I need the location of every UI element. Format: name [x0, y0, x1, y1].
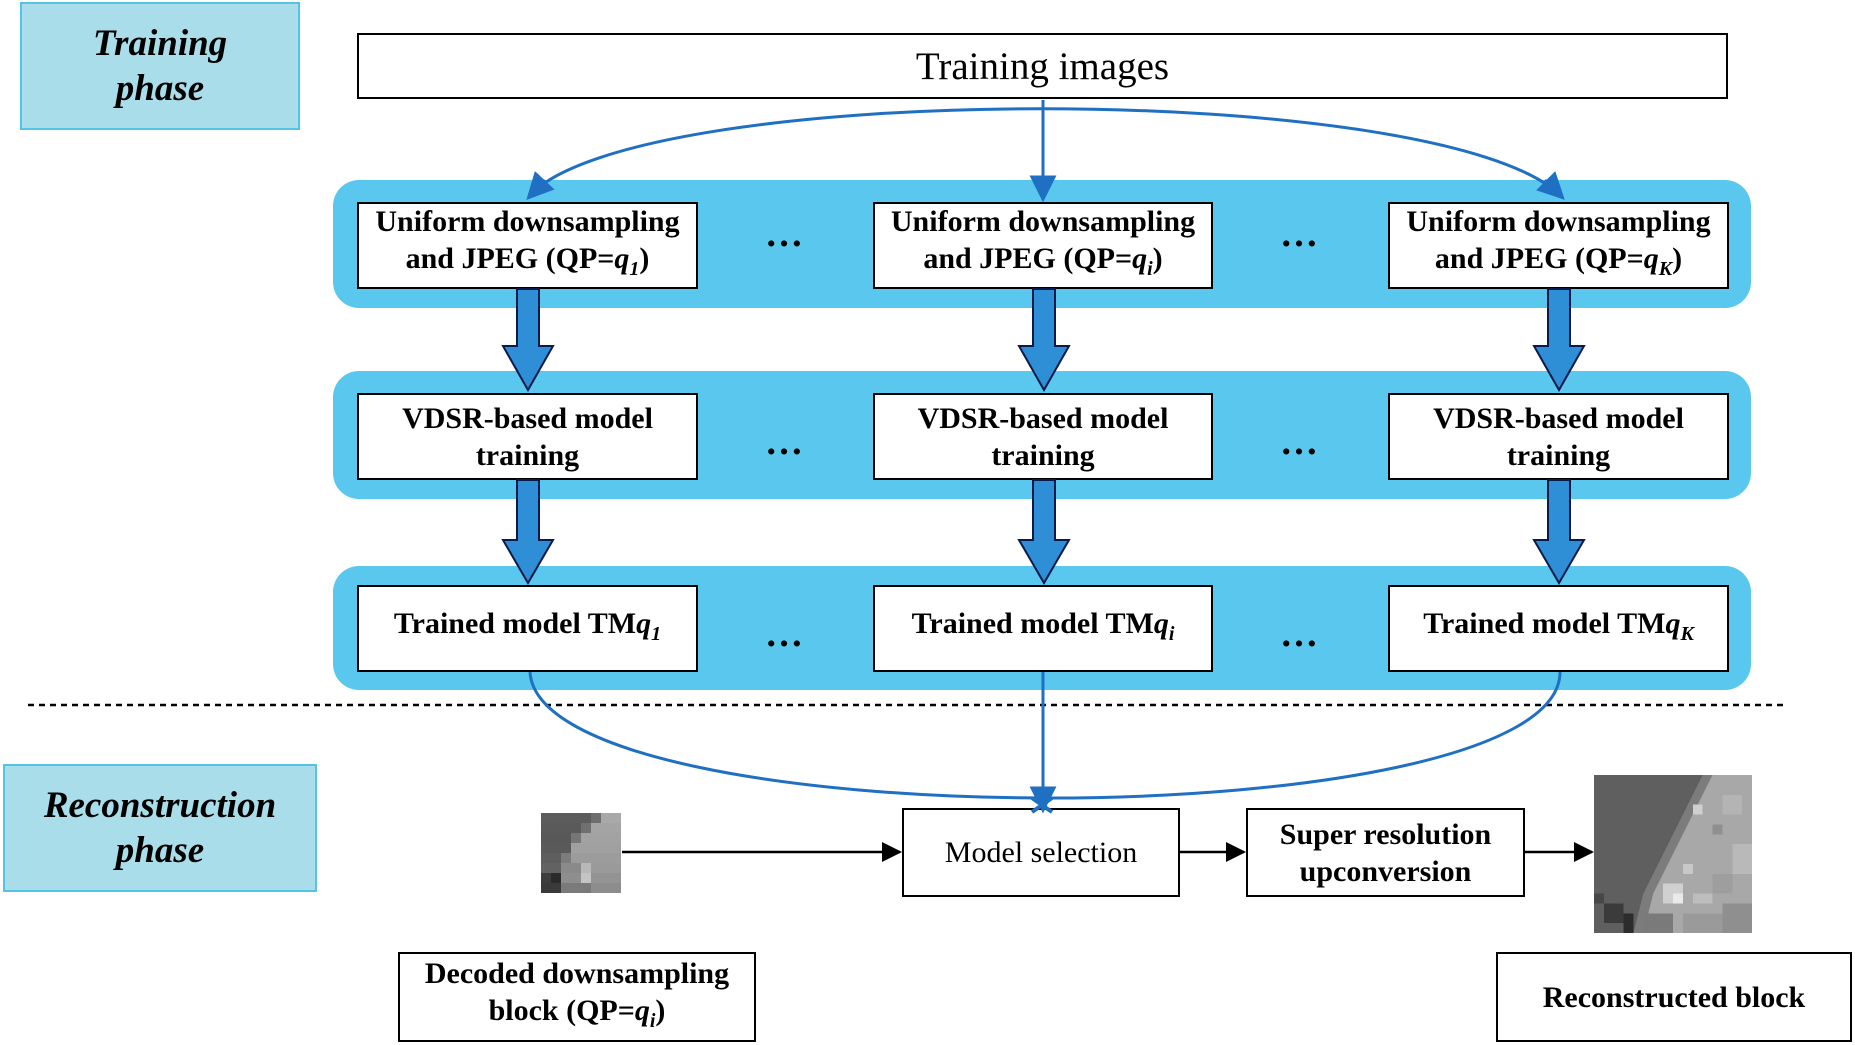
- reconstruction-phase-label: Reconstruction phase: [3, 764, 317, 892]
- super-resolution-line1: Super resolution: [1279, 817, 1492, 851]
- ellipsis-row3-right: …: [1280, 613, 1320, 655]
- ellipsis-row3-left: …: [765, 613, 805, 655]
- vdsr-qi-line2: training: [991, 438, 1095, 472]
- block-arrow-q1-bottom: [501, 479, 555, 585]
- distribution-curve: [528, 107, 1562, 197]
- vdsr-box-q1: VDSR-based model training: [357, 393, 698, 480]
- block-arrow-q1-top: [501, 288, 555, 393]
- model-selection-box: Model selection: [902, 808, 1180, 897]
- training-phase-label: Training phase: [20, 2, 300, 130]
- downsampling-qi-line1: Uniform downsampling: [890, 205, 1196, 238]
- trained-model-box-qi: Trained model TMqi: [873, 585, 1213, 672]
- block-arrow-qi-top: [1017, 288, 1071, 393]
- training-images-label: Training images: [915, 44, 1170, 88]
- training-phase-line1: Training: [92, 23, 228, 64]
- downsampling-qk-line2: and JPEG (QP=qK): [1434, 242, 1683, 280]
- vdsr-box-qk: VDSR-based model training: [1388, 393, 1729, 480]
- block-arrow-qk-bottom: [1532, 479, 1586, 585]
- downsampling-q1-line1: Uniform downsampling: [375, 205, 680, 238]
- trained-model-q1-label: Trained model TMq1: [393, 606, 662, 645]
- ellipsis-row1-right: …: [1280, 213, 1320, 255]
- downsampling-qk-line1: Uniform downsampling: [1406, 205, 1711, 238]
- selection-cross-mark: [1030, 796, 1054, 814]
- trained-model-box-qk: Trained model TMqK: [1388, 585, 1729, 672]
- ellipsis-row2-left: …: [765, 421, 805, 463]
- super-resolution-box: Super resolution upconversion: [1246, 808, 1525, 897]
- downsampling-q1-line2: and JPEG (QP=q1): [405, 242, 650, 280]
- ellipsis-row2-right: …: [1280, 421, 1320, 463]
- decoded-block-box: Decoded downsampling block (QP=qi): [398, 952, 756, 1042]
- selection-curve: [528, 671, 1562, 800]
- model-selection-label: Model selection: [944, 836, 1138, 869]
- reconstructed-block-box: Reconstructed block: [1496, 952, 1852, 1042]
- decoded-block-line2: block (QP=qi): [488, 993, 666, 1032]
- trained-model-qk-label: Trained model TMqK: [1423, 606, 1694, 645]
- vdsr-q1-line1: VDSR-based model: [402, 401, 653, 435]
- block-arrow-qk-top: [1532, 288, 1586, 393]
- vdsr-box-qi: VDSR-based model training: [873, 393, 1213, 480]
- vdsr-q1-line2: training: [475, 438, 580, 472]
- training-images-box: Training images: [357, 33, 1728, 99]
- vdsr-qk-line1: VDSR-based model: [1433, 401, 1684, 435]
- distribution-arrow-right: [1536, 171, 1565, 200]
- downsampling-qi-line2: and JPEG (QP=qi): [923, 242, 1163, 280]
- vdsr-qi-line1: VDSR-based model: [917, 401, 1169, 435]
- vdsr-qk-line2: training: [1506, 438, 1611, 472]
- super-resolution-line2: upconversion: [1299, 854, 1472, 888]
- ellipsis-row1-left: …: [765, 213, 805, 255]
- reconstructed-block-label: Reconstructed block: [1542, 980, 1806, 1014]
- trained-model-qi-label: Trained model TMqi: [911, 606, 1175, 645]
- reconstruction-phase-line2: phase: [115, 830, 205, 871]
- downsampling-box-qk: Uniform downsampling and JPEG (QP=qK): [1388, 202, 1729, 289]
- downsampling-box-qi: Uniform downsampling and JPEG (QP=qi): [873, 202, 1213, 289]
- decoded-block-line1: Decoded downsampling: [424, 956, 730, 990]
- distribution-arrow-left: [526, 171, 555, 200]
- reconstruction-phase-line1: Reconstruction: [43, 785, 277, 826]
- block-arrow-qi-bottom: [1017, 479, 1071, 585]
- training-phase-line2: phase: [115, 68, 205, 109]
- reconstructed-block-thumbnail: [1594, 775, 1752, 933]
- decoded-block-thumbnail: [541, 813, 621, 893]
- trained-model-box-q1: Trained model TMq1: [357, 585, 698, 672]
